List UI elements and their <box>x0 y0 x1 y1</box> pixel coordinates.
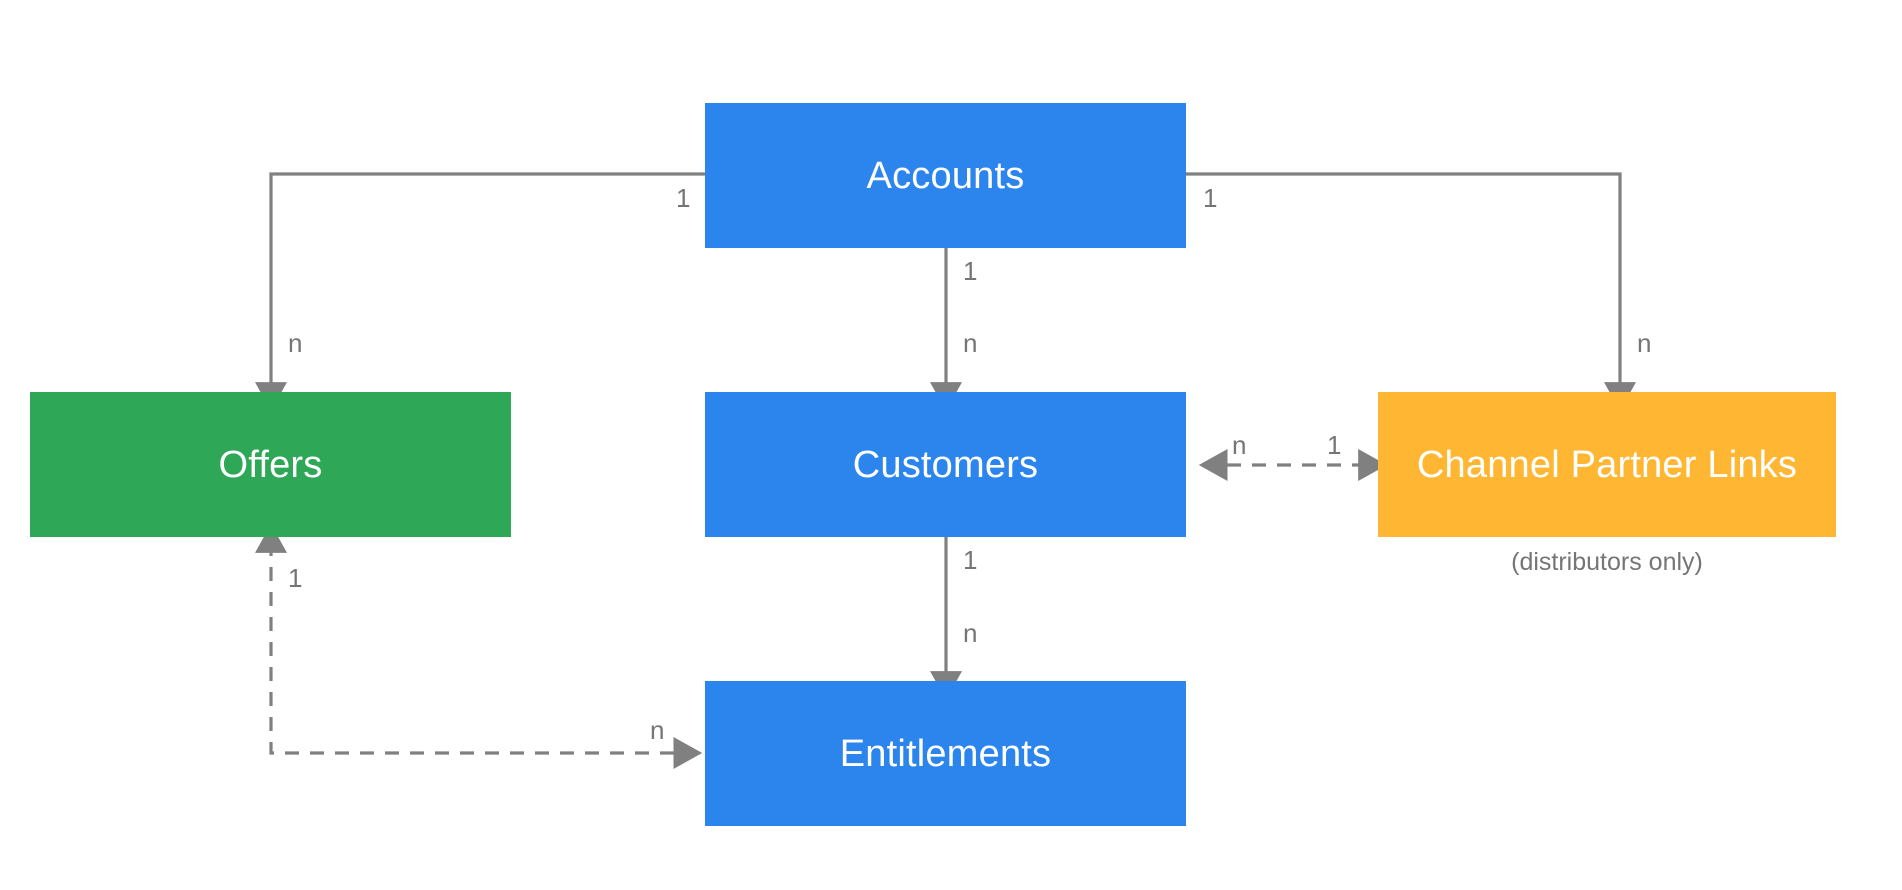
edge-label-customers-entitlements-one: 1 <box>963 545 978 575</box>
edge-label-entitlements-offers-one: 1 <box>288 563 303 593</box>
edge-label-customers-cpl-one: 1 <box>1327 430 1342 460</box>
node-channel-partner-links-label: Channel Partner Links <box>1416 443 1798 486</box>
edge-label-accounts-cpl-one: 1 <box>1203 183 1218 213</box>
edge-label-customers-entitlements-n: n <box>963 618 978 648</box>
edge-label-accounts-customers-one: 1 <box>963 256 978 286</box>
edge-label-customers-cpl-n: n <box>1232 430 1247 460</box>
edge-label-entitlements-offers-n: n <box>650 715 665 745</box>
edge-label-accounts-offers-n: n <box>288 328 303 358</box>
edge-label-accounts-customers-n: n <box>963 328 978 358</box>
node-entitlements-label: Entitlements <box>839 732 1052 775</box>
node-customers-label: Customers <box>852 443 1039 486</box>
edge-entitlements-to-offers <box>255 524 703 769</box>
edge-accounts-to-channel-partner-links <box>1186 172 1636 411</box>
edge-label-accounts-cpl-n: n <box>1637 328 1652 358</box>
node-channel-partner-links-caption: (distributors only) <box>1511 548 1703 576</box>
node-channel-partner-links[interactable]: Channel Partner Links <box>1378 392 1836 537</box>
node-accounts[interactable]: Accounts <box>705 103 1186 248</box>
node-entitlements[interactable]: Entitlements <box>705 681 1186 826</box>
edge-label-accounts-offers-one: 1 <box>676 183 691 213</box>
node-customers[interactable]: Customers <box>705 392 1186 537</box>
node-offers-label: Offers <box>218 443 323 486</box>
edge-accounts-to-offers <box>255 172 705 411</box>
node-offers[interactable]: Offers <box>30 392 511 537</box>
node-accounts-label: Accounts <box>866 154 1025 197</box>
